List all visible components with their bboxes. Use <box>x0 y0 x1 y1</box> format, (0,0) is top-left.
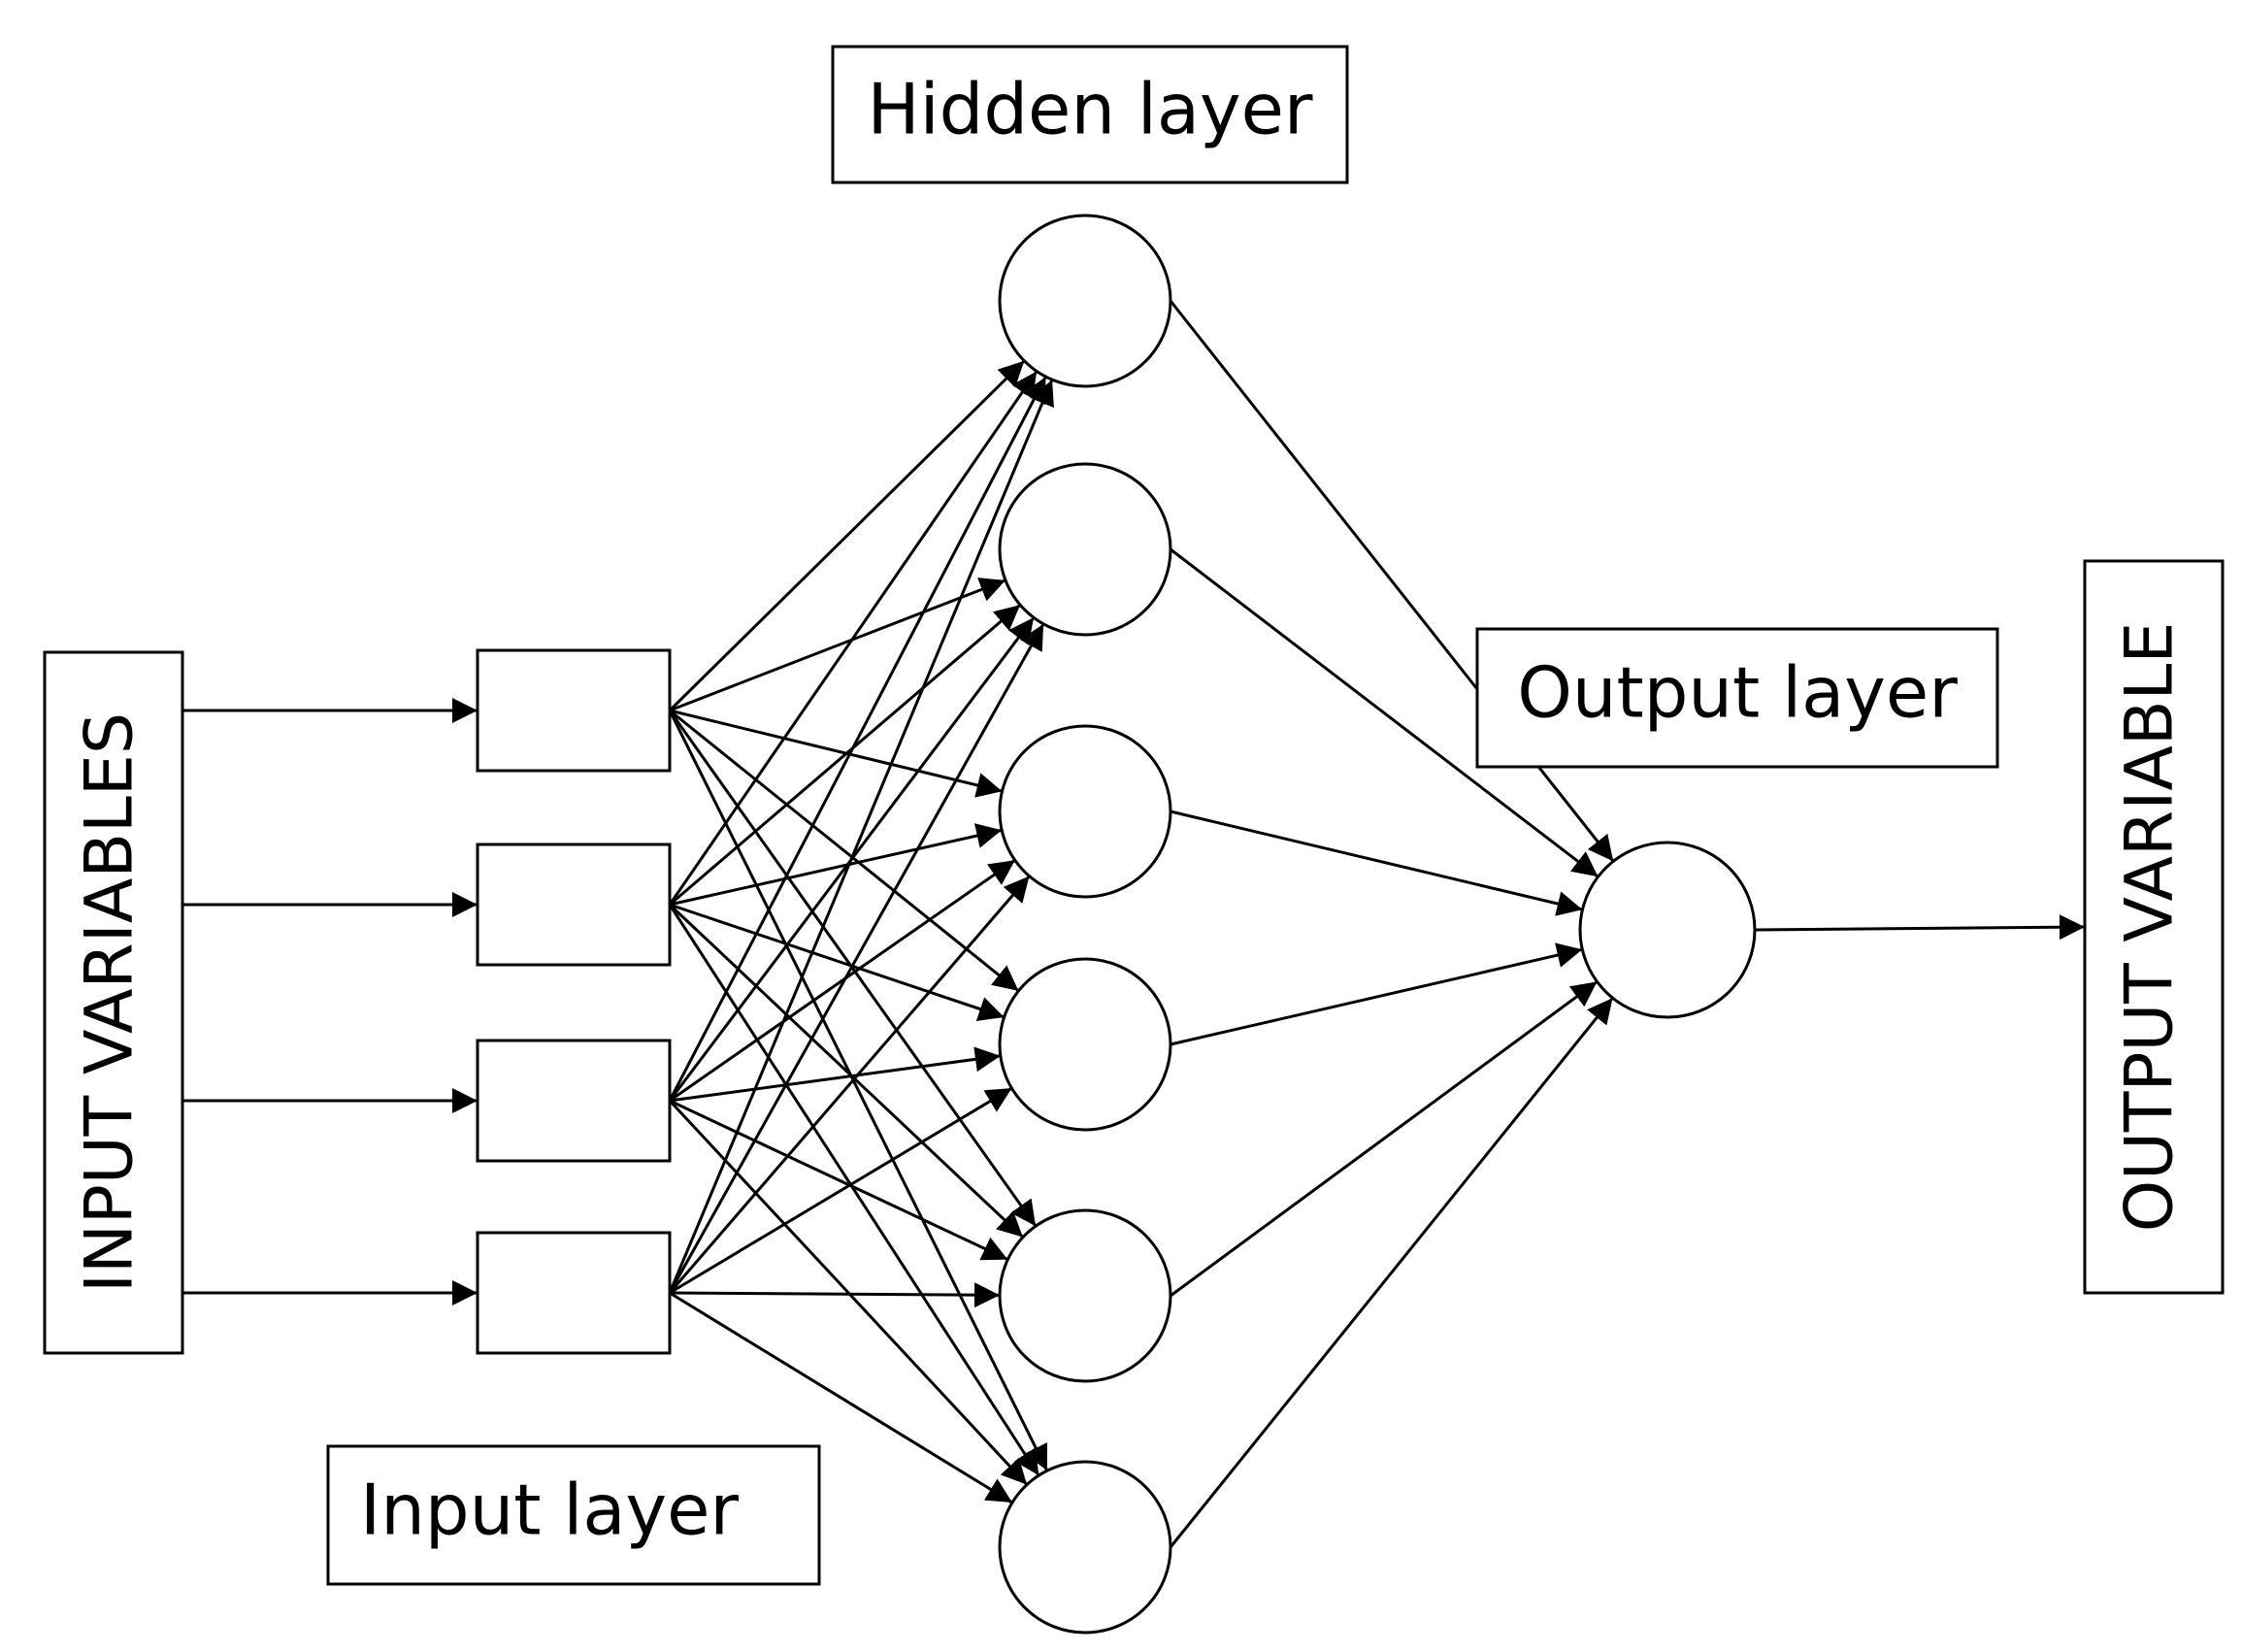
edge-input-4-hidden-5 <box>669 1282 1001 1308</box>
edge-input-1-hidden-4 <box>669 709 1020 993</box>
edge-input-2-hidden-2 <box>669 604 1022 907</box>
hidden-node-2 <box>998 462 1172 637</box>
edge-hidden-1-output <box>1169 300 1615 863</box>
edge-hidden-3-output <box>1170 809 1583 916</box>
input-variables-label: INPUT VARIABLES <box>72 712 148 1293</box>
edge-hidden-5-output <box>1170 980 1599 1298</box>
edge-input-1-hidden-3 <box>669 709 1003 798</box>
input-node-3 <box>476 1039 672 1163</box>
edge-input-4-hidden-4 <box>669 1086 1013 1295</box>
edge-input-3-hidden-6 <box>668 1099 1029 1486</box>
input-layer-label: Input layer <box>360 1470 739 1551</box>
input-node-2 <box>476 843 672 967</box>
edge-input-3-hidden-4 <box>669 1046 1001 1103</box>
output-variable-label: OUTPUT VARIABLE <box>2112 622 2189 1233</box>
output-layer-label: Output layer <box>1517 652 1958 734</box>
output-variable-box: OUTPUT VARIABLE <box>2083 559 2225 1295</box>
input-layer-label-box: Input layer <box>326 1444 821 1586</box>
input-variables-box: INPUT VARIABLES <box>43 650 184 1355</box>
edge-input-4-hidden-6 <box>669 1291 1013 1504</box>
output-node <box>1578 841 1757 1019</box>
edge-input-4-hidden-3 <box>668 875 1031 1294</box>
edge-input-1-hidden-2 <box>669 578 1006 712</box>
edge-input-2-hidden-6 <box>668 904 1040 1476</box>
hidden-node-4 <box>998 957 1172 1132</box>
output-arrow <box>1754 914 2086 941</box>
input-node-4 <box>476 1231 672 1355</box>
edge-hidden-4-output <box>1170 942 1583 1046</box>
hidden-node-6 <box>998 1460 1172 1635</box>
hidden-node-1 <box>998 214 1172 388</box>
edge-input-2-hidden-1 <box>668 370 1039 906</box>
hidden-layer-label-box: Hidden layer <box>831 45 1349 184</box>
edge-input-2-hidden-5 <box>668 903 1024 1239</box>
edge-input-4-hidden-2 <box>668 623 1045 1294</box>
edge-input-2-hidden-3 <box>669 823 1003 907</box>
hidden-layer-label: Hidden layer <box>868 69 1313 150</box>
hidden-node-3 <box>998 724 1172 899</box>
edge-hidden-6-output <box>1169 997 1614 1548</box>
edge-input-3-hidden-3 <box>669 859 1016 1103</box>
output-layer-label-box: Output layer <box>1475 627 1999 769</box>
input-node-1 <box>476 648 672 773</box>
hidden-node-5 <box>998 1208 1172 1383</box>
edge-input-4-hidden-1 <box>668 379 1054 1294</box>
edge-input-3-hidden-1 <box>668 376 1047 1102</box>
edge-input-1-hidden-1 <box>668 359 1026 712</box>
edge-hidden-2-output <box>1170 547 1599 878</box>
edge-input-2-hidden-4 <box>669 903 1006 1021</box>
edge-input-1-hidden-6 <box>668 710 1049 1471</box>
edge-input-3-hidden-5 <box>669 1099 1008 1261</box>
network-nodes <box>476 214 1757 1635</box>
